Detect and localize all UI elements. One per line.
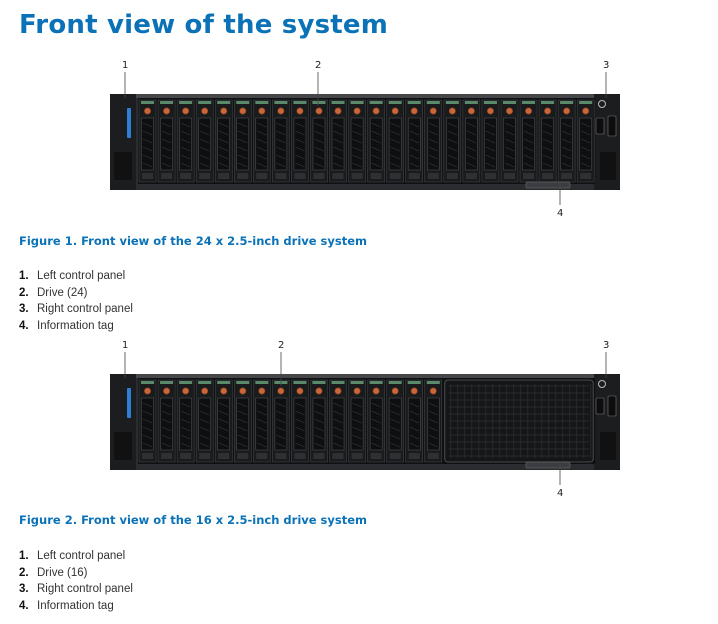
- power-button-icon: [598, 380, 606, 388]
- list-item: 4.Information tag: [19, 319, 114, 332]
- figure-16-drive: 1 2 3 4: [0, 338, 718, 499]
- drive-7: [253, 99, 271, 183]
- drive-9: [291, 379, 309, 463]
- drive-14: [386, 99, 404, 183]
- callout-3: 3: [603, 340, 610, 351]
- drive-3: [176, 379, 195, 463]
- figure-2-legend-list: 1.Left control panel 2.Drive (16) 3.Righ…: [19, 548, 133, 614]
- drive-5: [214, 379, 233, 463]
- drive-4: [195, 99, 214, 183]
- server-front-illustration: [110, 374, 620, 470]
- drive-12: [348, 379, 366, 463]
- chassis-top-edge: [110, 374, 620, 378]
- server-front-illustration: [110, 94, 620, 190]
- drive-13: [367, 379, 385, 463]
- drive-20: [500, 99, 519, 183]
- callout-1: 1: [122, 60, 129, 71]
- drive-1: [138, 99, 157, 183]
- callout-leaders: [124, 352, 607, 485]
- page-title: Front view of the system: [19, 10, 389, 40]
- drive-10: [310, 99, 328, 183]
- vga-port-icon: [607, 395, 617, 417]
- list-item: 2.Drive (24): [19, 286, 88, 299]
- drive-11: [329, 379, 347, 463]
- information-tag: [525, 181, 571, 189]
- drive-18: [462, 99, 481, 183]
- drive-7: [253, 379, 271, 463]
- drive-15: [405, 99, 424, 183]
- figure-2-caption: Figure 2. Front view of the 16 x 2.5-inc…: [19, 513, 368, 527]
- callout-4: 4: [557, 488, 564, 499]
- callout-1: 1: [122, 340, 129, 351]
- left-control-panel: [110, 374, 136, 470]
- figure-24-drive: 1 2 3 4: [0, 58, 718, 219]
- callout-2: 2: [278, 340, 285, 351]
- drive-23: [557, 99, 576, 183]
- drive-2: [157, 379, 176, 463]
- vga-port-icon: [607, 115, 617, 137]
- drive-5: [214, 99, 233, 183]
- callout-2: 2: [315, 60, 322, 71]
- ear-latch: [114, 152, 132, 180]
- drive-13: [367, 99, 385, 183]
- information-tag: [525, 461, 571, 469]
- drive-16: [424, 99, 443, 183]
- list-item: 3.Right control panel: [19, 583, 133, 595]
- drive-21: [519, 99, 538, 183]
- drive-3: [176, 99, 195, 183]
- drive-8: [272, 379, 290, 463]
- figure-1-legend-list: 1.Left control panel 2.Drive (24) 3.Righ…: [19, 268, 133, 334]
- drive-22: [538, 99, 557, 183]
- usb-port-icon: [595, 397, 605, 415]
- figure-1-caption: Figure 1. Front view of the 24 x 2.5-inc…: [19, 234, 368, 248]
- blank-drive-filler: [444, 379, 594, 463]
- drive-6: [234, 99, 252, 183]
- power-button-icon: [598, 100, 606, 108]
- ear-latch: [600, 152, 616, 180]
- right-control-panel: [594, 374, 620, 470]
- callout-leaders: [124, 72, 607, 205]
- drive-16: [424, 379, 443, 463]
- drive-15: [405, 379, 424, 463]
- chassis-top-edge: [110, 94, 620, 98]
- drive-11: [329, 99, 347, 183]
- drive-24: [576, 99, 595, 183]
- drive-17: [443, 99, 462, 183]
- list-item: 1.Left control panel: [19, 550, 126, 562]
- drive-9: [291, 99, 309, 183]
- list-item: 2.Drive (16): [19, 566, 88, 579]
- list-item: 1.Left control panel: [19, 270, 126, 282]
- status-led-strip: [127, 388, 131, 418]
- drive-6: [234, 379, 252, 463]
- drive-bay-area: [138, 98, 596, 184]
- drive-14: [386, 379, 404, 463]
- left-control-panel: [110, 94, 136, 190]
- list-item: 4.Information tag: [19, 599, 114, 612]
- drive-4: [195, 379, 214, 463]
- usb-port-icon: [595, 117, 605, 135]
- status-led-strip: [127, 108, 131, 138]
- ear-latch: [114, 432, 132, 460]
- drive-12: [348, 99, 366, 183]
- drive-1: [138, 379, 157, 463]
- drive-10: [310, 379, 328, 463]
- callout-3: 3: [603, 60, 610, 71]
- drive-8: [272, 99, 290, 183]
- drive-19: [481, 99, 500, 183]
- right-control-panel: [594, 94, 620, 190]
- callout-4: 4: [557, 208, 564, 219]
- list-item: 3.Right control panel: [19, 303, 133, 315]
- ear-latch: [600, 432, 616, 460]
- drive-2: [157, 99, 176, 183]
